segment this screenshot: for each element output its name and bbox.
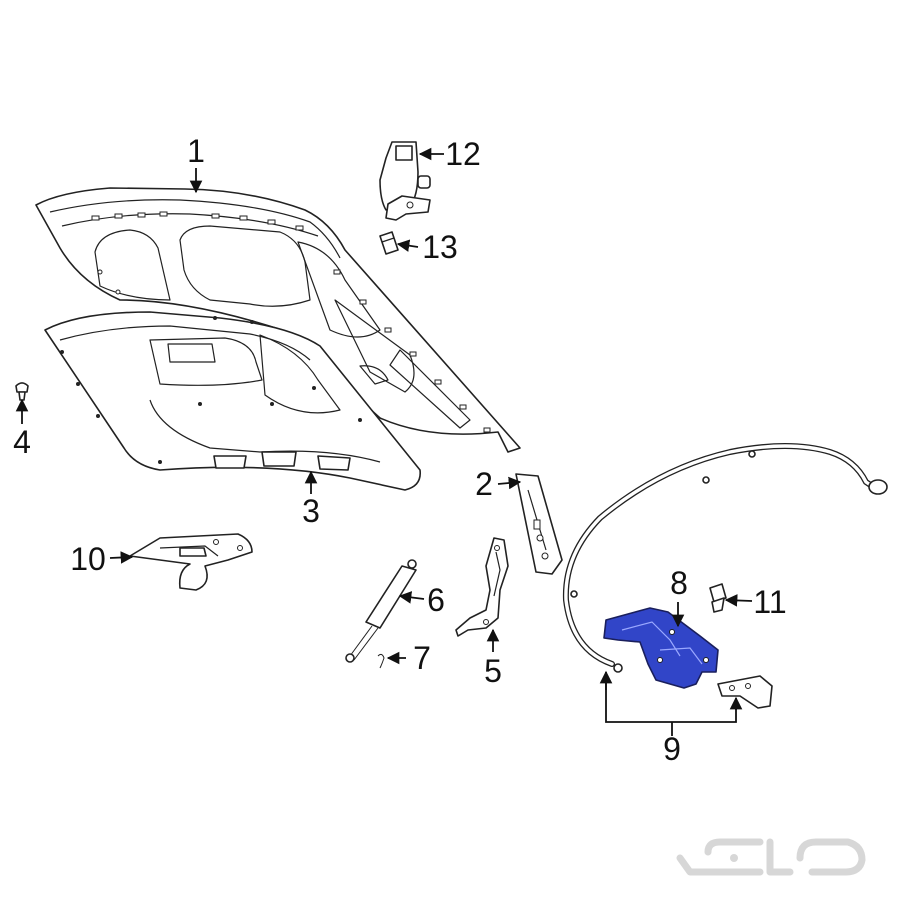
watermark-logo: [676, 838, 866, 876]
callout-3: 3: [302, 493, 320, 529]
washer-pump: [379, 141, 431, 221]
callout-9: 9: [663, 731, 681, 767]
callout-13: 13: [422, 229, 458, 265]
callout-6: 6: [427, 582, 445, 618]
callout-11: 11: [753, 584, 786, 620]
hood-insulator: [44, 311, 422, 491]
callout-labels: 1 2 3 4 5 6 7 8 9 10 11 12 13: [13, 133, 787, 767]
callout-4: 4: [13, 424, 31, 460]
hood-hinge-lower: [455, 537, 509, 637]
support-pin: [377, 653, 385, 669]
hood-hinge-upper: [515, 473, 563, 575]
washer-nozzle: [379, 231, 399, 255]
callout-12: 12: [445, 136, 481, 172]
latch-support-bracket: [129, 533, 253, 591]
callout-5: 5: [484, 653, 502, 689]
release-cable: [562, 443, 888, 673]
callout-7: 7: [413, 640, 431, 676]
hood-bumper: [709, 583, 727, 613]
callout-8: 8: [670, 565, 688, 601]
leader-lines: [15, 147, 753, 736]
hood-lift-support: [345, 559, 417, 663]
insulator-clip: [15, 382, 29, 401]
hood-latch: [603, 607, 719, 689]
callout-1: 1: [187, 133, 205, 169]
callout-10: 10: [70, 541, 106, 577]
latch-striker: [717, 675, 773, 709]
callout-2: 2: [475, 466, 493, 502]
